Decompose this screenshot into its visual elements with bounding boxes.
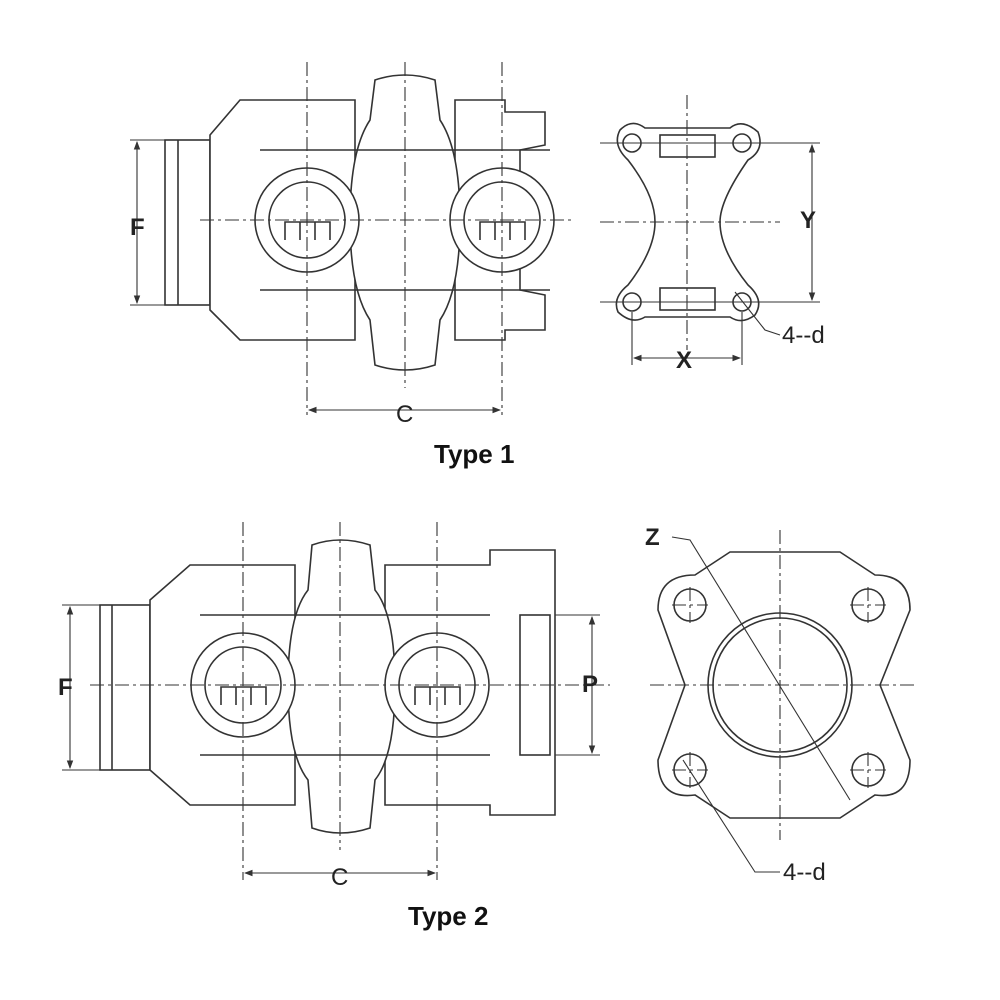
type1-title: Type 1 (434, 439, 514, 469)
type1-dim-f-label: F (130, 214, 145, 241)
type2-holes-label: 4--d (783, 859, 826, 886)
type2-spider-body (287, 539, 396, 834)
type1-dim-c-label: C (396, 401, 413, 428)
type1-dim-y-label: Y (800, 207, 816, 234)
type1-dim-x-label: X (676, 347, 692, 374)
type2-title: Type 2 (408, 901, 488, 931)
type2-dim-c-label: C (331, 864, 348, 891)
type2-flange-view (650, 530, 915, 873)
type2-dim-p-label: P (582, 671, 598, 698)
type2-tube-flange (99, 604, 151, 771)
type2-dim-z-label: Z (645, 524, 660, 551)
type1-tube-flange (164, 139, 211, 306)
type2-side-view (62, 522, 610, 880)
type1-holes-label: 4--d (782, 322, 825, 349)
type1-flange-view (600, 95, 820, 365)
type1-side-view (130, 62, 575, 415)
type2-dim-f-label: F (58, 674, 73, 701)
